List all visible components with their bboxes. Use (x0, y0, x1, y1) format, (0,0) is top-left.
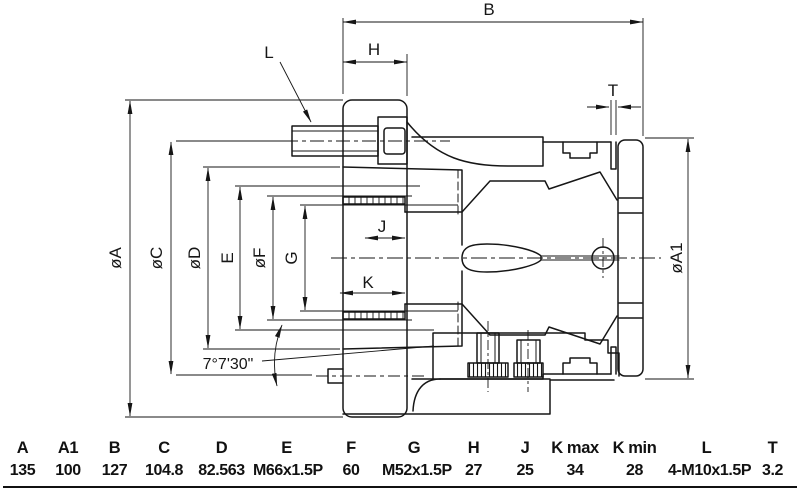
col-value: 100 (55, 462, 81, 479)
clamp-screws (467, 332, 544, 378)
mount-flange (342, 99, 408, 418)
upper-half-profile (342, 136, 618, 246)
dim-E: E (218, 252, 237, 263)
lower-housing (327, 332, 620, 415)
col-value: 135 (9, 462, 36, 479)
dim-phiA1: øA1 (667, 242, 686, 273)
dim-phiD: øD (185, 247, 204, 270)
col-value: 3.2 (761, 462, 784, 479)
col-header: K min (612, 439, 657, 457)
col-value: M66x1.5P (253, 462, 323, 479)
cap-screw (291, 116, 408, 165)
dimension-labels: B H L T J K øA øC øD E øF G øA1 7°7'30" (106, 0, 686, 373)
dim-B: B (483, 0, 494, 19)
dim-angle: 7°7'30" (203, 356, 254, 373)
table-bottom-rule (3, 486, 797, 488)
col-value: 34 (566, 462, 584, 479)
col-header: D (215, 439, 228, 457)
col-value: 4-M10x1.5P (668, 462, 752, 479)
col-header: B (108, 439, 121, 457)
col-value: 127 (101, 462, 128, 479)
dim-G: G (282, 251, 301, 264)
col-value: 28 (626, 462, 643, 479)
col-value: 27 (465, 462, 482, 479)
part-outline (291, 99, 644, 418)
col-value: 82.563 (198, 462, 245, 479)
col-header: K max (551, 439, 599, 457)
col-header: E (281, 439, 292, 457)
col-header: F (346, 439, 356, 457)
dim-T: T (608, 81, 618, 100)
spec-table: A A1 B C D E F G H J K max K min L T 135… (0, 437, 800, 483)
col-header: C (158, 439, 170, 457)
dimension-lines (125, 18, 694, 418)
dim-phiF: øF (250, 248, 269, 269)
col-value: M52x1.5P (382, 462, 452, 479)
dim-H: H (368, 40, 380, 59)
col-header: L (701, 439, 712, 457)
dim-phiA: øA (106, 246, 125, 268)
spec-table-header-row: A A1 B C D E F G H J K max K min L T (0, 437, 800, 459)
section-drawing: B H L T J K øA øC øD E øF G øA1 7°7'30" (106, 0, 694, 418)
dim-J: J (378, 217, 387, 236)
col-header: T (767, 439, 778, 457)
col-value: 25 (516, 462, 534, 479)
col-header: A (16, 439, 29, 457)
dim-phiC: øC (147, 247, 166, 270)
col-value: 60 (342, 462, 360, 479)
col-header: J (520, 439, 530, 457)
col-header: H (467, 439, 480, 457)
col-header: G (407, 439, 421, 457)
dim-K: K (362, 273, 374, 292)
spec-table-value-row: 135 100 127 104.8 82.563 M66x1.5P 60 M52… (0, 459, 800, 483)
col-header: A1 (57, 439, 79, 457)
col-value: 104.8 (144, 462, 184, 479)
centerlines (284, 140, 661, 392)
dim-L: L (264, 43, 273, 62)
